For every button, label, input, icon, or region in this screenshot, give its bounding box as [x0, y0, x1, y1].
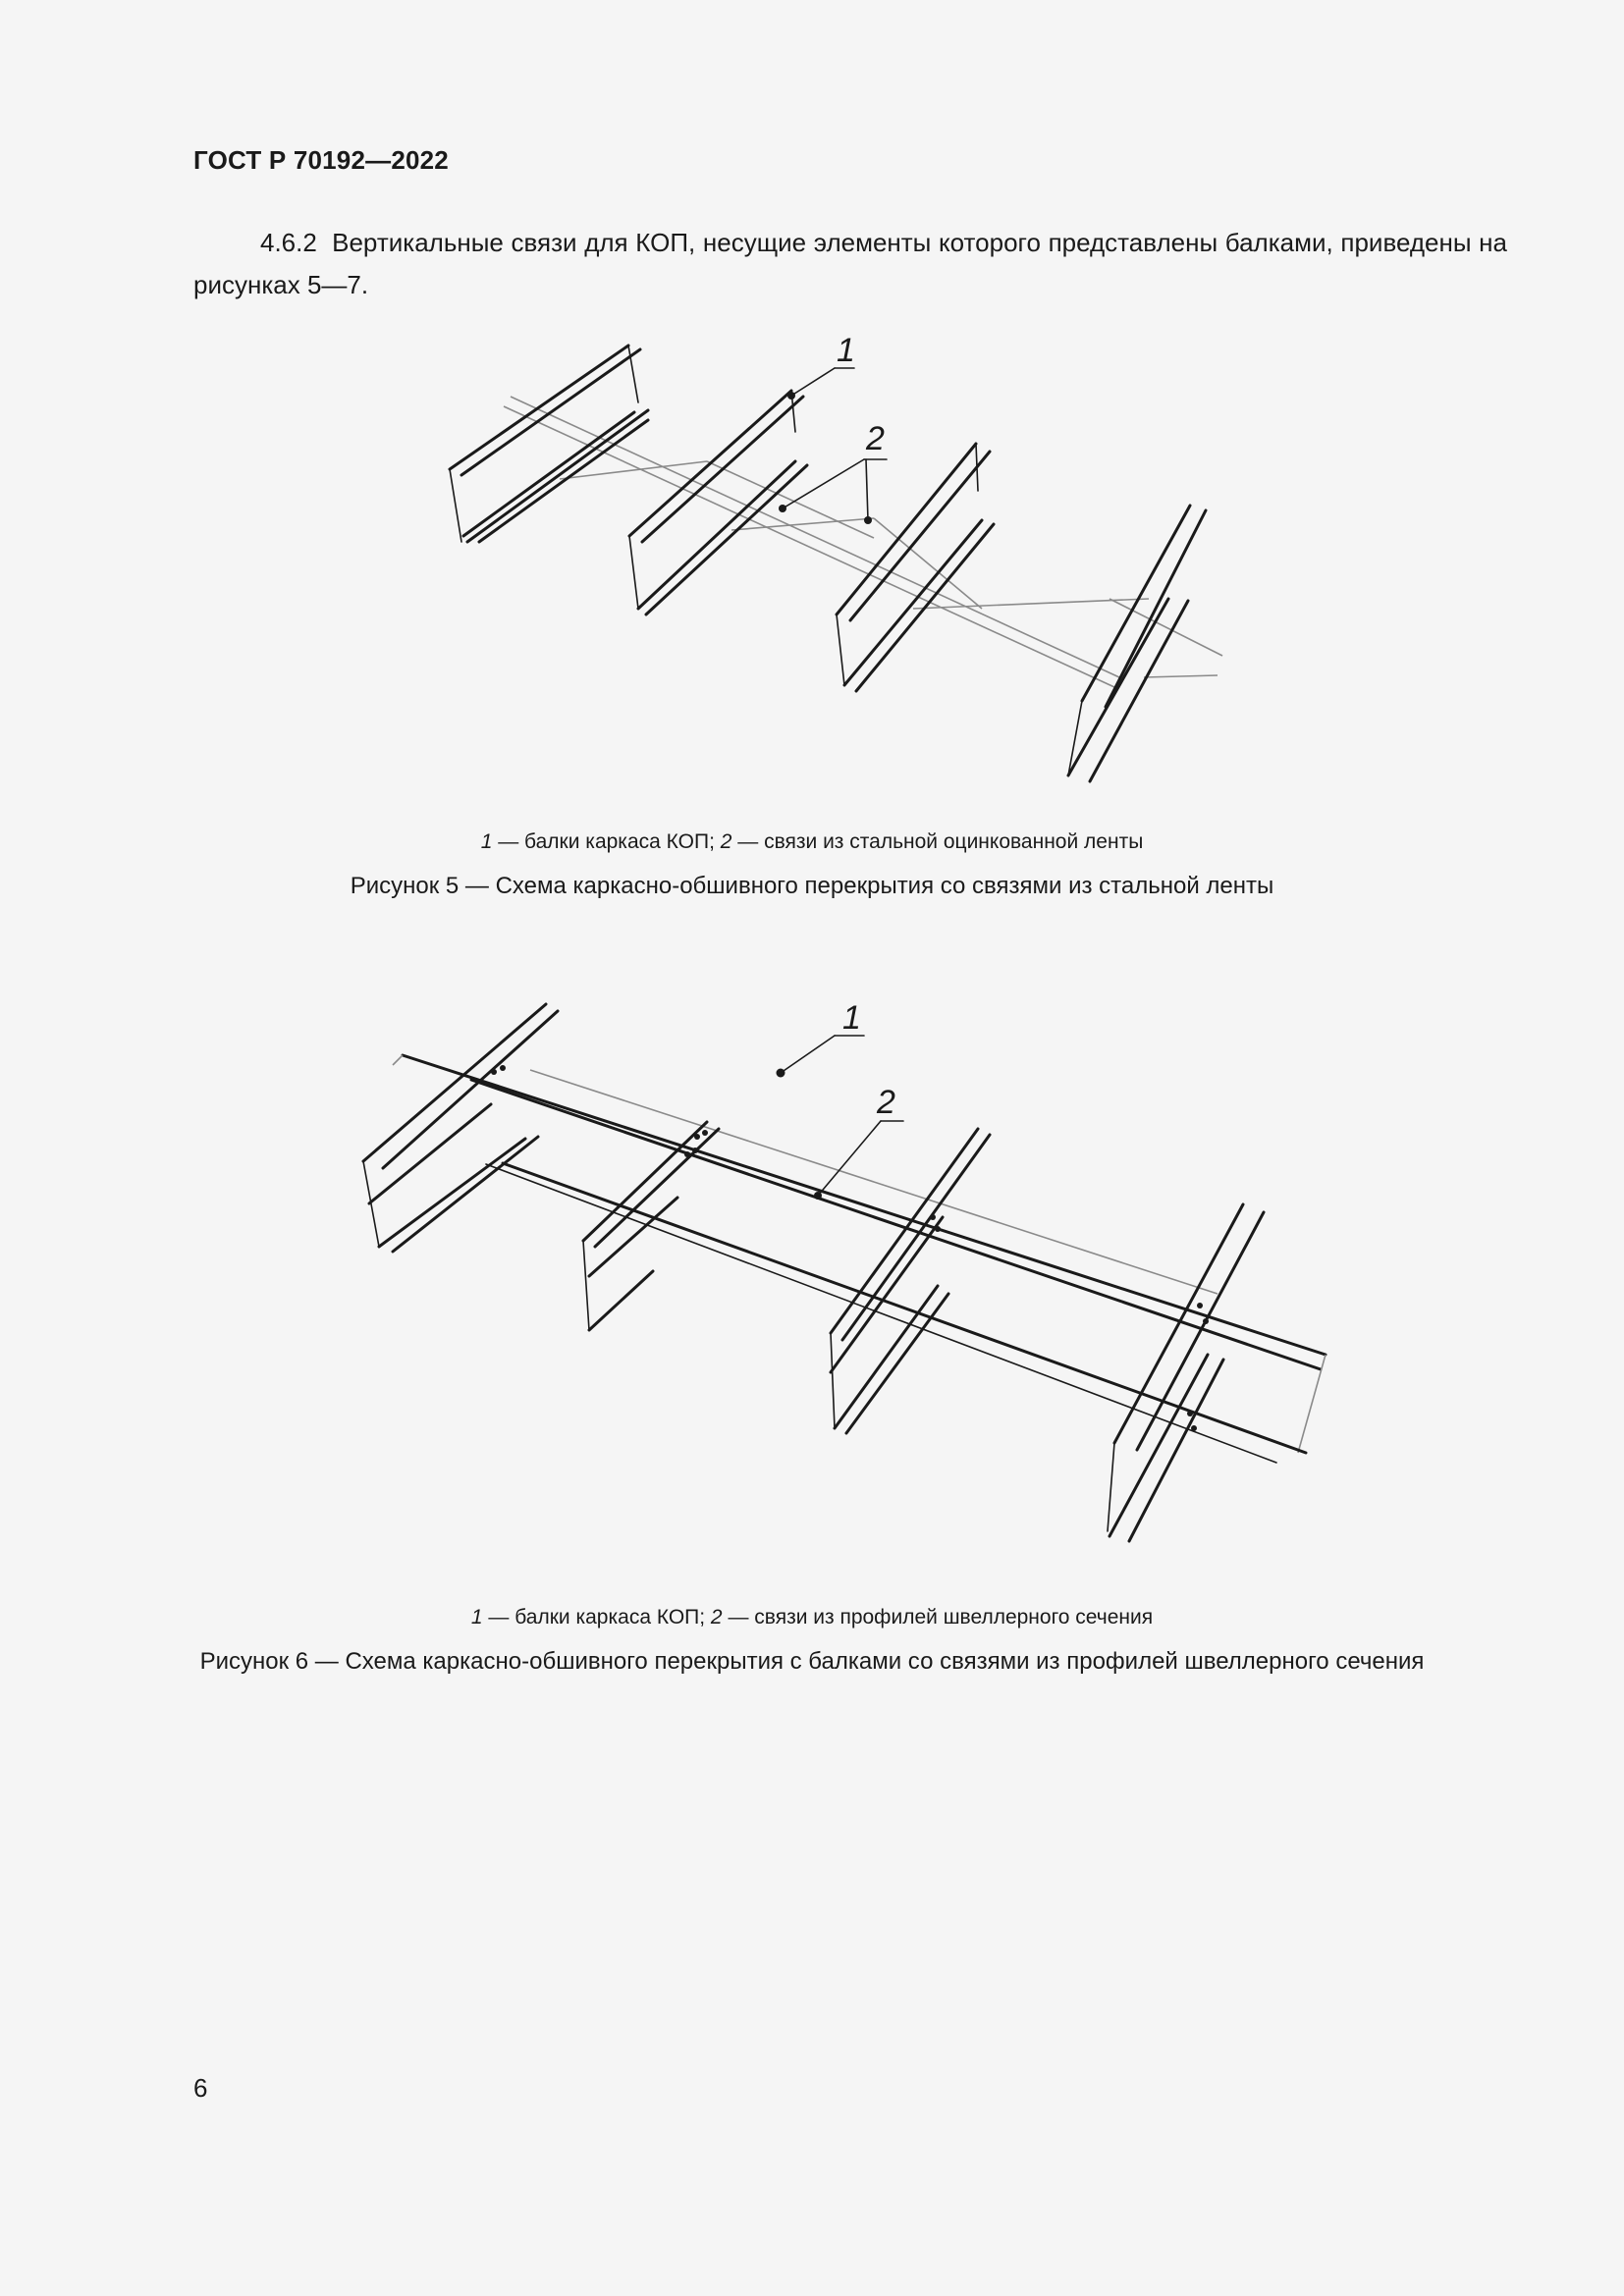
legend-item-1-number: 1 — [480, 830, 493, 853]
figure-5-callout-2: 2 — [866, 420, 885, 457]
figure-5-caption: Рисунок 5 — Схема каркасно-обшивного пер… — [350, 873, 1274, 899]
figure-6-legend: 1 — балки каркаса КОП; 2 — связи из проф… — [0, 1606, 1624, 1629]
figure-6-callout-1: 1 — [842, 999, 861, 1037]
figure-6-callout-2: 2 — [877, 1084, 895, 1121]
figure-5-legend: 1 — балки каркаса КОП; 2 — связи из стал… — [0, 830, 1624, 854]
legend-item-1-number: 1 — [470, 1606, 483, 1629]
figure-5-drawing — [448, 344, 1223, 783]
figure-6-drawing — [361, 1002, 1327, 1543]
legend-item-2-number: 2 — [710, 1606, 723, 1629]
body-paragraph: 4.6.2 Вертикальные связи для КОП, несущи… — [193, 222, 1507, 306]
document-header: ГОСТ Р 70192—2022 — [193, 145, 449, 175]
legend-item-1-text: — балки каркаса КОП; — [492, 830, 721, 853]
legend-item-2-text: — связи из стальной оцинкованной ленты — [731, 830, 1144, 853]
paragraph-number: 4.6.2 — [260, 228, 317, 257]
paragraph-text: Вертикальные связи для КОП, несущие элем… — [193, 228, 1507, 299]
page-number: 6 — [193, 2073, 208, 2103]
legend-item-2-text: — связи из профилей швеллерного сечения — [722, 1606, 1154, 1629]
legend-item-1-text: — балки каркаса КОП; — [482, 1606, 711, 1629]
figure-6-caption: Рисунок 6 — Схема каркасно-обшивного пер… — [199, 1648, 1425, 1675]
legend-item-2-number: 2 — [720, 830, 732, 853]
figure-5-callout-1: 1 — [837, 332, 855, 369]
